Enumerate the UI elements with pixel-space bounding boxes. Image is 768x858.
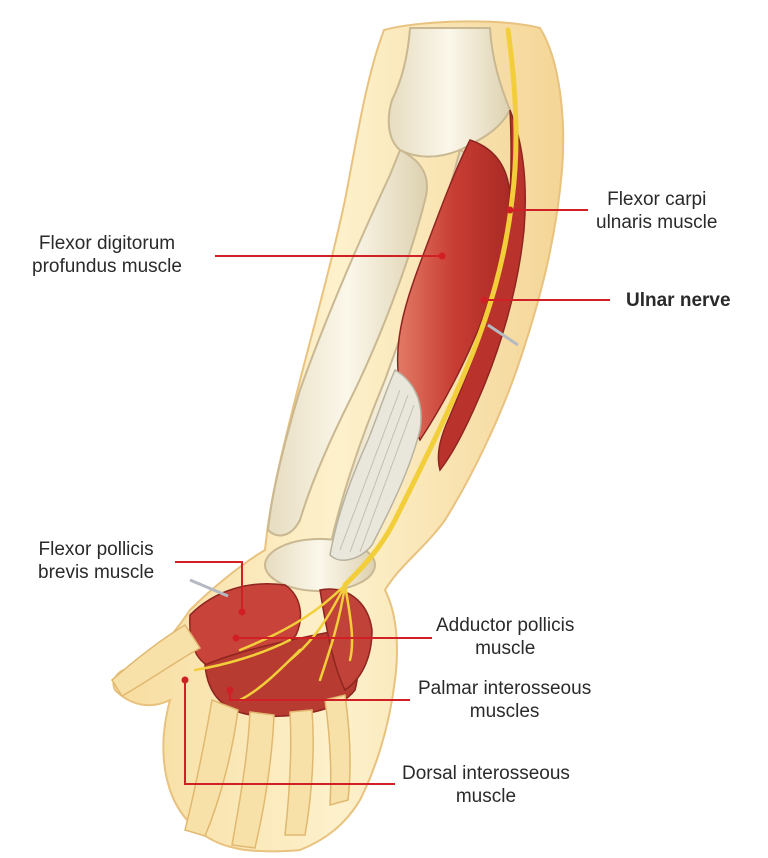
leader-dot-palmar-interosseous	[226, 686, 234, 694]
label-adductor-pollicis-line2: muscle	[475, 638, 536, 659]
label-flexor-pollicis-brevis-line1: Flexor pollicis	[38, 539, 154, 560]
radius-bone	[266, 148, 428, 537]
label-palmar-interosseous-line1: Palmar interosseous	[418, 678, 592, 699]
retractor-hook-upper	[487, 323, 519, 347]
leader-dot-dorsal-interosseous	[181, 676, 189, 684]
label-flexor-carpi-ulnaris-line2: ulnaris muscle	[596, 212, 718, 233]
leader-dot-flexor-digitorum-profundus	[438, 252, 446, 260]
label-flexor-pollicis-brevis-line2: brevis muscle	[38, 562, 155, 583]
ulnar-nerve	[342, 27, 519, 588]
label-flexor-digitorum-profundus-line2: profundus muscle	[32, 256, 182, 277]
fingers	[111, 623, 351, 849]
label-flexor-pollicis-brevis: Flexor pollicis brevis muscle	[38, 538, 154, 584]
label-adductor-pollicis: Adductor pollicis muscle	[436, 614, 574, 660]
humerus-bone	[387, 27, 512, 158]
leader-dot-ulnar-nerve	[480, 296, 488, 304]
label-ulnar-nerve: Ulnar nerve	[626, 289, 731, 312]
label-dorsal-interosseous: Dorsal interosseous muscle	[402, 762, 570, 808]
retractor-hook-thumb	[189, 578, 229, 598]
leader-flexor-pollicis-brevis	[175, 561, 243, 612]
leader-dot-flexor-carpi-ulnaris	[506, 206, 514, 214]
label-dorsal-interosseous-line2: muscle	[455, 786, 517, 807]
leader-lines	[175, 206, 610, 785]
label-palmar-interosseous: Palmar interosseous muscles	[418, 677, 591, 723]
tendon-strands	[339, 389, 415, 553]
leader-dot-adductor-pollicis	[232, 634, 240, 642]
label-adductor-pollicis-line1: Adductor pollicis	[436, 615, 575, 636]
label-flexor-carpi-ulnaris: Flexor carpi ulnaris muscle	[596, 188, 717, 234]
label-ulnar-nerve-line1: Ulnar nerve	[626, 290, 731, 311]
label-dorsal-interosseous-line1: Dorsal interosseous	[402, 763, 570, 784]
label-palmar-interosseous-line2: muscles	[469, 701, 540, 722]
label-flexor-digitorum-profundus: Flexor digitorum profundus muscle	[32, 232, 182, 278]
leader-dorsal-interosseous	[184, 680, 395, 785]
label-flexor-carpi-ulnaris-line1: Flexor carpi	[607, 189, 707, 210]
flexor-tendons	[329, 368, 422, 561]
ulnar-nerve-branches	[193, 583, 354, 702]
label-flexor-digitorum-profundus-line1: Flexor digitorum	[38, 233, 176, 254]
leader-dot-flexor-pollicis-brevis	[238, 608, 246, 616]
